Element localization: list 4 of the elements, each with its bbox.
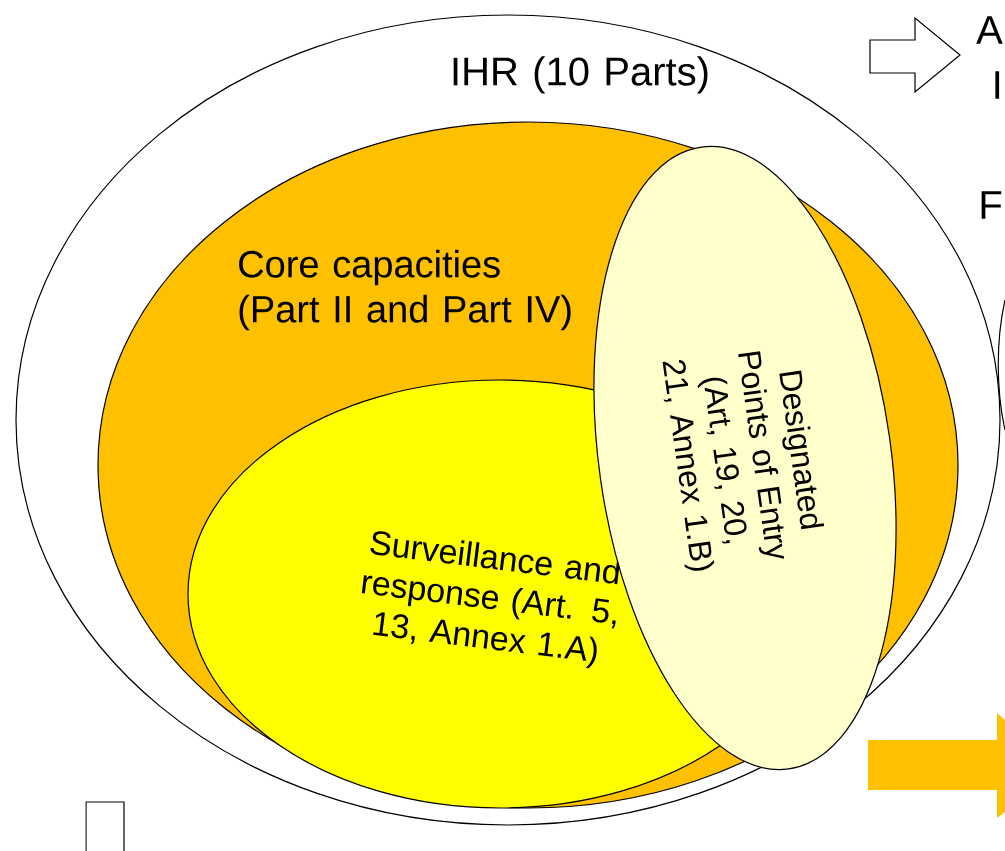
label: A <box>976 16 1003 44</box>
label: F <box>981 191 1002 219</box>
node-label: IHR (10 Parts) <box>453 56 708 94</box>
label: I <box>995 71 1000 99</box>
